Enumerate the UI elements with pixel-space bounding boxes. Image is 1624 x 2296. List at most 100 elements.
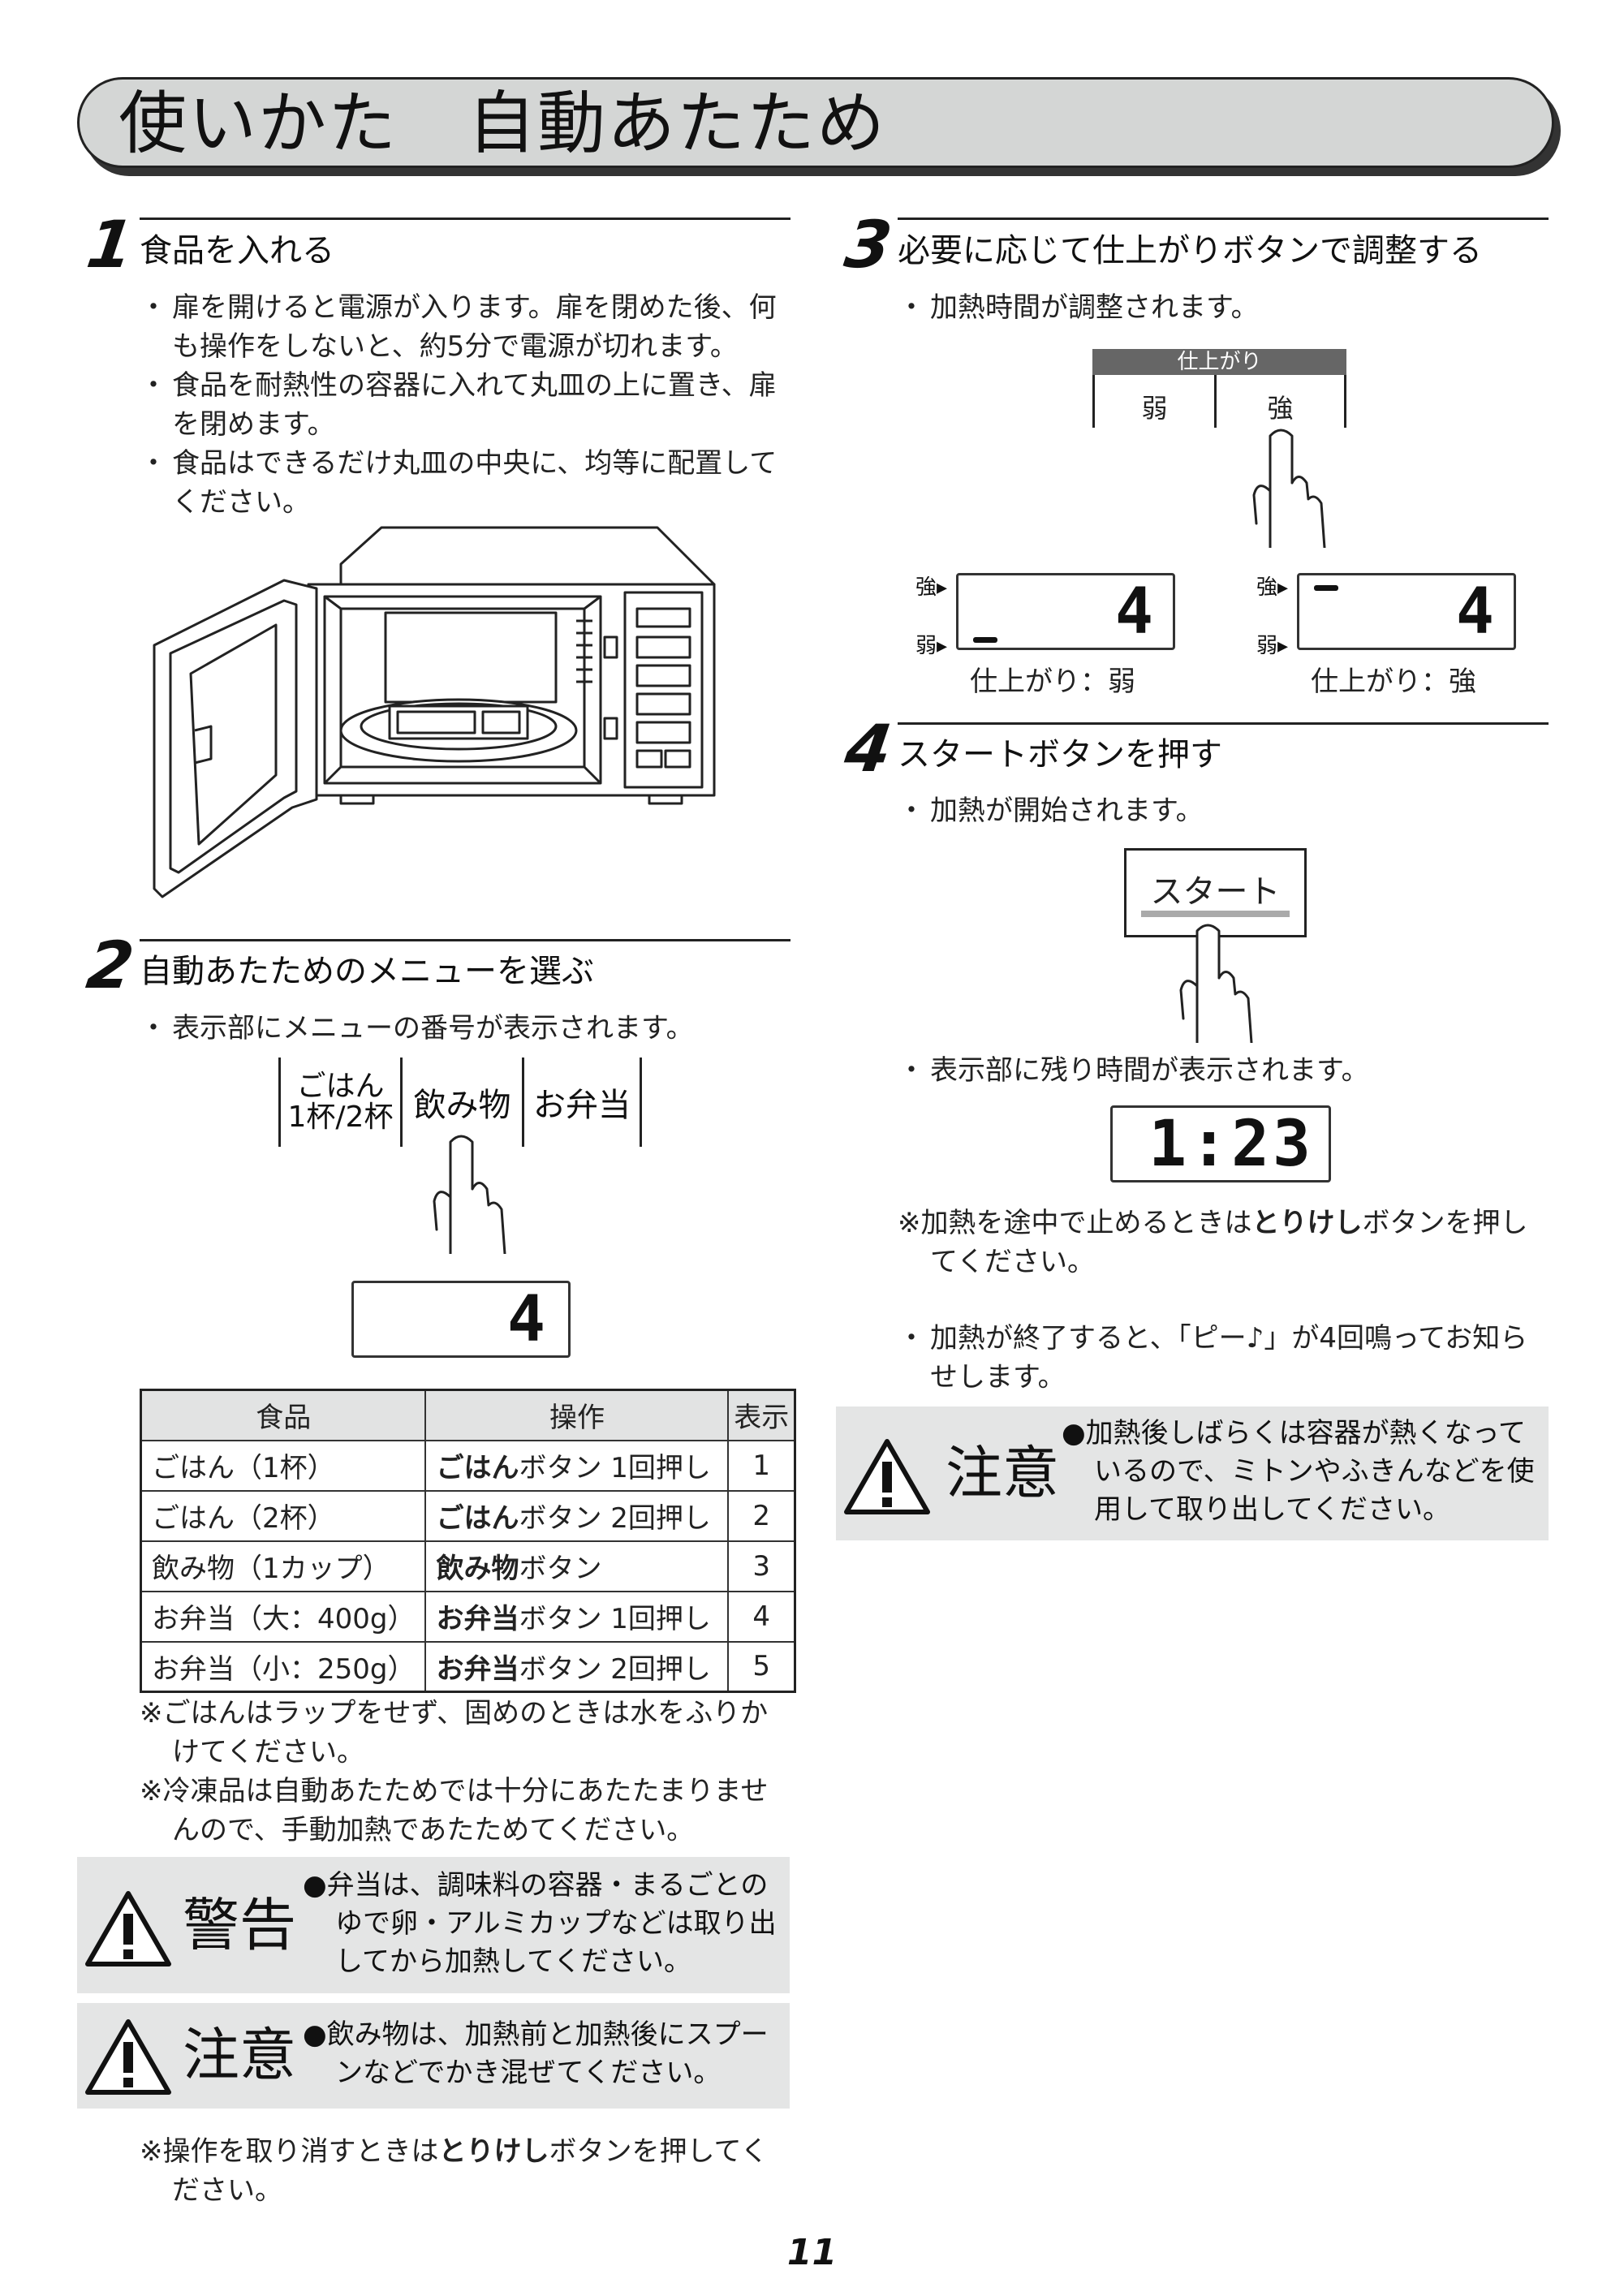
warning-text-1: ●弁当は、調味料の容器・まるごとの: [303, 1869, 769, 1902]
step-3-bullet: ・加熱時間が調整されます。: [898, 291, 1259, 324]
warning-text-3: してから加熱してください。: [335, 1945, 691, 1978]
table-row: ごはん（2杯） ごはんボタン 2回押し 2: [140, 1489, 796, 1542]
finish-divider-mid: [1214, 375, 1217, 428]
step-1-bullet-2: ・食品を耐熱性の容器に入れて丸皿の上に置き、扉: [140, 369, 777, 402]
cancel-note-cont: ださい。: [172, 2174, 282, 2207]
finger-press-icon: [1179, 924, 1253, 1043]
step-3-rule: [898, 218, 1549, 220]
step-4-number: 4: [840, 711, 897, 786]
title-bar: 使いかた 自動あたため: [77, 77, 1554, 168]
start-button-label: スタート: [1150, 873, 1281, 911]
table-cell-food: お弁当（小：250g）: [140, 1640, 427, 1693]
table-cell-display: 4: [727, 1590, 796, 1643]
caution-left-text-1: ●飲み物は、加熱前と加熱後にスプー: [303, 2018, 769, 2051]
drink-button[interactable]: 飲み物: [400, 1058, 522, 1147]
page-number: 11: [786, 2232, 838, 2273]
caption-strong: 仕上がり：強: [1311, 666, 1476, 698]
step-1-title: 食品を入れる: [140, 232, 334, 269]
start-button-bar: [1141, 911, 1290, 917]
rice-button-label: ごはん: [296, 1070, 385, 1103]
table-row: お弁当（大：400g） お弁当ボタン 1回押し 4: [140, 1590, 796, 1643]
finish-divider-right: [1344, 375, 1346, 428]
display-weak-value: 4: [1115, 575, 1153, 648]
menu-display: 4: [351, 1281, 571, 1358]
caution-box-left: 注意 ●飲み物は、加熱前と加熱後にスプー ンなどでかき混ぜてください。: [77, 2003, 790, 2109]
table-cell-display: 2: [727, 1489, 796, 1542]
step-1-bullet-3-cont: ください。: [172, 486, 310, 519]
end-note-cont: せします。: [930, 1361, 1066, 1394]
step-1-bullet-1: ・扉を開けると電源が入ります。扉を閉めた後、何: [140, 291, 777, 324]
table-cell-operation: お弁当ボタン 2回押し: [424, 1640, 730, 1693]
step-1-bullet-2-cont: を閉めます。: [172, 408, 335, 441]
display-strong-value: 4: [1456, 575, 1494, 648]
table-cell-food: ごはん（1杯）: [140, 1439, 427, 1492]
caution-label-right: 注意: [946, 1440, 1059, 1506]
table-row: 飲み物（1カップ） 飲み物ボタン 3: [140, 1540, 796, 1592]
rice-button-sublabel: 1杯/2杯: [287, 1101, 394, 1134]
warning-label: 警告: [183, 1892, 296, 1958]
caution-left-text-2: ンなどでかき混ぜてください。: [335, 2057, 722, 2089]
step-4-rule: [898, 722, 1549, 725]
caution-triangle-icon: [85, 2019, 171, 2095]
display-strong: 4: [1297, 573, 1516, 650]
strong-indicator-bar: [1314, 585, 1338, 591]
step-1-number: 1: [82, 207, 139, 282]
finger-press-icon: [433, 1135, 506, 1254]
display-weak-weak-marker: 弱▸: [915, 634, 948, 658]
time-display: 1:23: [1110, 1105, 1331, 1182]
step-1-bullet-1-cont: も操作をしないと、約5分で電源が切れます。: [172, 330, 738, 363]
table-row: ごはん（1杯） ごはんボタン 1回押し 1: [140, 1439, 796, 1492]
page-title: 使いかた 自動あたため: [118, 84, 887, 163]
table-header-operation: 操作: [424, 1389, 730, 1441]
display-weak: 4: [956, 573, 1175, 650]
step-1-rule: [140, 218, 790, 220]
bento-button[interactable]: お弁当: [522, 1058, 642, 1147]
menu-button-strip: ごはん 1杯/2杯 飲み物 お弁当: [278, 1058, 642, 1147]
caution-right-text-1: ●加熱後しばらくは容器が熱くなって: [1062, 1417, 1526, 1450]
display-weak-strong-marker: 強▸: [915, 575, 948, 600]
end-note: ・加熱が終了すると、「ピー♪」が4回鳴ってお知ら: [898, 1322, 1528, 1355]
stop-note: ※加熱を途中で止めるときはとりけしボタンを押し: [898, 1207, 1528, 1239]
caption-weak: 仕上がり：弱: [970, 666, 1135, 698]
finish-panel-label: 仕上がり: [1092, 349, 1346, 375]
note-rice-cont: けてください。: [172, 1736, 364, 1768]
table-cell-food: お弁当（大：400g）: [140, 1590, 427, 1643]
table-cell-operation: お弁当ボタン 1回押し: [424, 1590, 730, 1643]
table-cell-food: 飲み物（1カップ）: [140, 1540, 427, 1592]
weak-indicator-bar: [973, 637, 997, 643]
table-cell-display: 1: [727, 1439, 796, 1492]
weak-button[interactable]: 弱: [1141, 393, 1168, 424]
step-4-bullet-1: ・加熱が開始されます。: [898, 795, 1204, 827]
table-row: お弁当（小：250g） お弁当ボタン 2回押し 5: [140, 1640, 796, 1693]
warning-box: 警告 ●弁当は、調味料の容器・まるごとの ゆで卵・アルミカップなどは取り出 して…: [77, 1857, 790, 1993]
menu-table: 食品 操作 表示 ごはん（1杯） ごはんボタン 1回押し 1 ごはん（2杯） ご…: [140, 1389, 796, 1693]
menu-display-value: 4: [507, 1283, 545, 1356]
warning-text-2: ゆで卵・アルミカップなどは取り出: [335, 1907, 777, 1940]
caution-box-right: 注意 ●加熱後しばらくは容器が熱くなって いるので、ミトンやふきんなどを使 用し…: [836, 1406, 1549, 1540]
step-4-title: スタートボタンを押す: [898, 736, 1222, 773]
step-2-rule: [140, 939, 790, 941]
table-cell-food: ごはん（2杯）: [140, 1489, 427, 1542]
note-rice: ※ごはんはラップをせず、固めのときは水をふりか: [140, 1697, 769, 1730]
display-strong-weak-marker: 弱▸: [1256, 634, 1289, 658]
table-cell-display: 3: [727, 1540, 796, 1592]
step-3-number: 3: [840, 207, 897, 282]
rice-button[interactable]: ごはん 1杯/2杯: [278, 1058, 400, 1147]
caution-right-text-2: いるので、ミトンやふきんなどを使: [1094, 1455, 1535, 1488]
step-4-bullet-2: ・表示部に残り時間が表示されます。: [898, 1054, 1369, 1087]
strong-button[interactable]: 強: [1267, 393, 1294, 424]
step-2-title: 自動あたためのメニューを選ぶ: [140, 953, 594, 990]
warning-triangle-icon: [85, 1891, 171, 1966]
time-display-value: 1:23: [1148, 1108, 1314, 1181]
table-header-display: 表示: [727, 1389, 796, 1441]
finish-divider-left: [1092, 375, 1095, 428]
finger-press-icon: [1252, 429, 1326, 548]
start-button[interactable]: スタート: [1124, 848, 1307, 937]
step-3-title: 必要に応じて仕上がりボタンで調整する: [898, 232, 1482, 269]
stop-note-cont: てください。: [930, 1246, 1095, 1278]
cancel-note: ※操作を取り消すときはとりけしボタンを押してく: [140, 2135, 769, 2168]
microwave-illustration: [153, 526, 716, 898]
table-cell-operation: 飲み物ボタン: [424, 1540, 730, 1592]
note-frozen-cont: んので、手動加熱であたためてください。: [172, 1814, 695, 1846]
step-2-bullet: ・表示部にメニューの番号が表示されます。: [140, 1012, 694, 1045]
